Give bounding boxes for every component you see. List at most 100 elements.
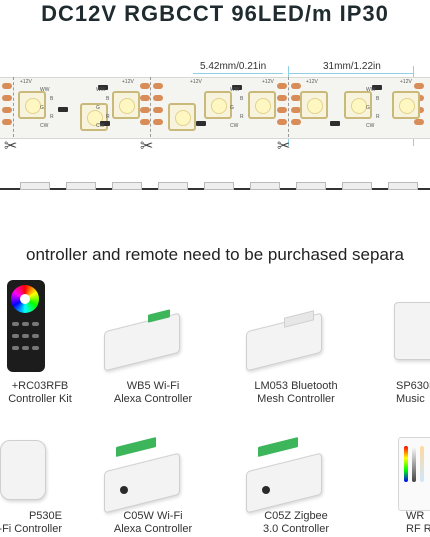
- product-desc: Alexa Controller: [113, 523, 193, 535]
- pad-letter: CW: [366, 123, 375, 129]
- remote-button: [12, 322, 19, 326]
- product-name: C05W Wi-Fi: [123, 510, 183, 522]
- pad-letter: CW: [40, 123, 49, 129]
- copper-pad: [2, 107, 12, 113]
- dc-jack: [262, 486, 270, 494]
- width-dimension-line: [193, 73, 283, 74]
- copper-pad: [2, 83, 12, 89]
- resistor: [58, 107, 68, 112]
- product-name: WB5 Wi-Fi: [126, 380, 180, 392]
- pad-letter: G: [230, 105, 234, 111]
- copper-pad: [2, 119, 12, 125]
- pad-letter: B: [240, 96, 244, 102]
- pad-letter: G: [40, 105, 44, 111]
- remote-button: [32, 346, 39, 350]
- product-desc: 3.0 Controller: [262, 523, 330, 535]
- resistor: [98, 85, 108, 90]
- remote-button: [32, 334, 39, 338]
- terminal-block: [116, 437, 156, 457]
- voltage-mark: +12V: [190, 79, 202, 85]
- resistor: [372, 85, 382, 90]
- product-label: C05W Wi-Fi Alexa Controller: [83, 510, 223, 536]
- voltage-mark: +12V: [262, 79, 274, 85]
- voltage-mark: +12V: [306, 79, 318, 85]
- copper-pad: [291, 83, 301, 89]
- product-desc: Controller Kit: [8, 393, 72, 405]
- product-name: P530E: [28, 510, 62, 522]
- cut-line: [150, 77, 151, 137]
- scissors-icon: ✂: [277, 138, 291, 155]
- led-chip: [112, 91, 140, 119]
- copper-pad: [277, 119, 287, 125]
- led-chip: [80, 103, 108, 131]
- side-led: [342, 182, 372, 190]
- led-chip: [18, 91, 46, 119]
- led-chip: [248, 91, 276, 119]
- side-led: [296, 182, 326, 190]
- voltage-mark: +12V: [122, 79, 134, 85]
- pad-letter: B: [106, 96, 110, 102]
- led-chip: [344, 91, 372, 119]
- copper-pad: [140, 119, 150, 125]
- remote-button: [22, 322, 29, 326]
- product-desc: Music: [396, 393, 425, 405]
- copper-pad: [291, 107, 301, 113]
- product-desc: Alexa Controller: [113, 393, 193, 405]
- resistor: [330, 121, 340, 126]
- product-label: SP630E Music: [396, 380, 430, 406]
- copper-pad: [277, 95, 287, 101]
- copper-pad: [140, 95, 150, 101]
- led-chip: [392, 91, 420, 119]
- product-label: C05Z Zigbee 3.0 Controller: [226, 510, 366, 536]
- copper-pad: [140, 83, 150, 89]
- copper-pad: [153, 83, 163, 89]
- pad-letter: R: [376, 114, 380, 120]
- pad-letter: WW: [366, 87, 376, 93]
- cut-dimension-label: 31mm/1.22in: [323, 61, 381, 72]
- product-name: C05Z Zigbee: [264, 510, 328, 522]
- product-label: LM053 Bluetooth Mesh Controller: [226, 380, 366, 406]
- side-led: [250, 182, 280, 190]
- led-chip: [168, 103, 196, 131]
- copper-pad: [153, 119, 163, 125]
- copper-pad: [153, 107, 163, 113]
- product-label: +RC03RFB Controller Kit: [0, 380, 110, 406]
- side-led: [204, 182, 234, 190]
- product-label: WB5 Wi-Fi Alexa Controller: [83, 380, 223, 406]
- copper-pad: [277, 107, 287, 113]
- pad-letter: B: [376, 96, 380, 102]
- side-led: [66, 182, 96, 190]
- product-desc: RF R: [406, 523, 430, 535]
- copper-pad: [277, 83, 287, 89]
- product-name: +RC03RFB: [11, 380, 69, 392]
- remote-button: [32, 322, 39, 326]
- color-slider-bar: [404, 446, 408, 482]
- pad-letter: WW: [230, 87, 240, 93]
- pad-letter: WW: [96, 87, 106, 93]
- remote-button: [22, 346, 29, 350]
- copper-pad: [291, 119, 301, 125]
- pad-letter: CW: [96, 123, 105, 129]
- pad-letter: G: [366, 105, 370, 111]
- scissors-icon: ✂: [4, 138, 18, 155]
- copper-pad: [140, 107, 150, 113]
- voltage-mark: +12V: [20, 79, 32, 85]
- side-led: [20, 182, 50, 190]
- led-strip-side-view: [0, 178, 430, 192]
- remote-button: [22, 334, 29, 338]
- cut-line: [13, 77, 14, 137]
- scissors-icon: ✂: [140, 138, 154, 155]
- pad-letter: R: [106, 114, 110, 120]
- led-chip: [204, 91, 232, 119]
- copper-pad: [414, 119, 424, 125]
- sp630e-controller-image: [394, 302, 430, 360]
- p530e-controller-image: [0, 440, 46, 500]
- resistor: [232, 85, 242, 90]
- resistor: [100, 121, 110, 126]
- product-desc: -Fi Controller: [0, 523, 62, 535]
- product-label: P530E -Fi Controller: [0, 510, 62, 536]
- copper-pad: [291, 95, 301, 101]
- copper-pad: [153, 95, 163, 101]
- terminal-block: [258, 437, 298, 457]
